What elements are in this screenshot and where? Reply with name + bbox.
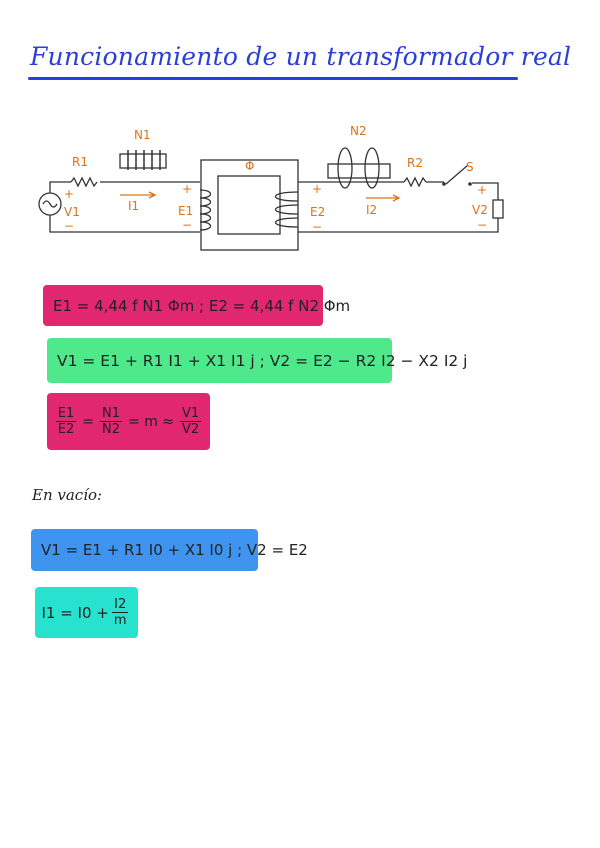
minus-v1: −: [64, 219, 74, 233]
equation-no-load: V1 = E1 + R1 I0 + X1 I0 j ; V2 = E2: [31, 529, 308, 571]
transformer-core: [200, 159, 299, 251]
equation-voltages: V1 = E1 + R1 I1 + X1 I1 j ; V2 = E2 − R2…: [47, 338, 468, 383]
current-arrow-i2: [366, 194, 401, 202]
current-arrow-i1: [120, 191, 157, 199]
label-s: S: [466, 160, 474, 174]
heading-en-vacio: En vacío:: [32, 486, 103, 504]
page-title: Funcionamiento de un transformador real: [30, 42, 572, 71]
minus-v2: −: [477, 218, 487, 232]
title-underline: [28, 77, 518, 80]
fraction-v1-v2: V1 V2: [180, 406, 202, 437]
minus-e2: −: [312, 220, 322, 234]
minus-e1: −: [182, 218, 192, 232]
label-r1: R1: [72, 155, 88, 169]
label-r2: R2: [407, 156, 423, 170]
fraction-e1-e2: E1 E2: [55, 406, 77, 437]
fraction-i2-m: I2 m: [112, 597, 129, 628]
label-v1: V1: [64, 205, 80, 219]
resistor-r1: [70, 176, 98, 188]
plus-e1: +: [182, 182, 192, 196]
equation-current: I1 = I0 + I2 m: [35, 587, 138, 638]
plus-v1: +: [64, 187, 74, 201]
label-n2: N2: [350, 124, 367, 138]
equation-ratio: E1 E2 = N1 N2 = m ≈ V1 V2: [47, 393, 210, 450]
label-e1: E1: [178, 204, 193, 218]
switch-s: [445, 164, 469, 185]
plus-v2: +: [477, 183, 487, 197]
equation-emf: E1 = 4,44 f N1 Φm ; E2 = 4,44 f N2 Φm: [43, 285, 350, 326]
label-i2: I2: [366, 203, 377, 217]
transformer-circuit-diagram: N1 N2 R1 R2 S Φ V1 V2 E1 E2 I1 I2 + − + …: [38, 124, 504, 251]
fraction-n1-n2: N1 N2: [100, 406, 123, 437]
label-i1: I1: [128, 199, 139, 213]
label-phi: Φ: [245, 159, 254, 173]
label-e2: E2: [310, 205, 325, 219]
label-v2: V2: [472, 203, 488, 217]
plus-e2: +: [312, 182, 322, 196]
resistor-r2: [403, 176, 427, 188]
load-resistor: [492, 199, 504, 219]
label-n1: N1: [134, 128, 151, 142]
